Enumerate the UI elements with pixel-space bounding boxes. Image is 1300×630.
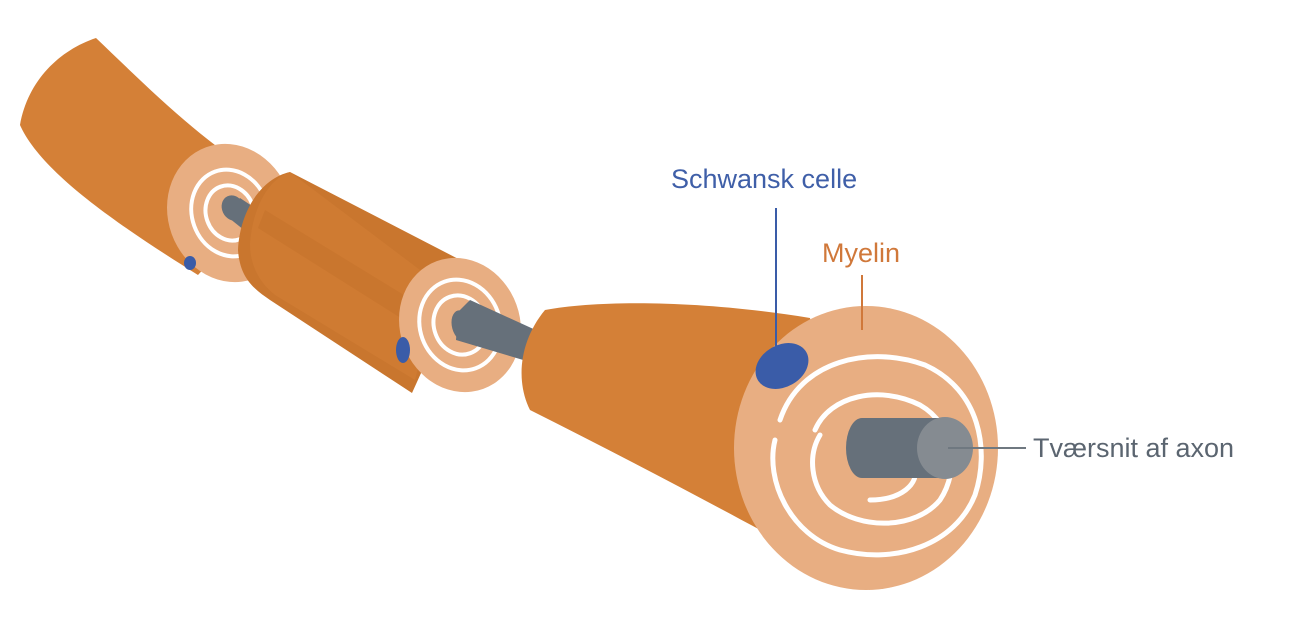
myelin-segment-3 [522, 303, 998, 590]
myelin-label: Myelin [822, 237, 900, 269]
axon-back-cap-icon [846, 418, 878, 478]
schwann-nucleus-icon [184, 256, 196, 270]
myelin-segment-2 [238, 172, 540, 409]
axon-cross-section-label: Tværsnit af axon [1033, 432, 1234, 464]
schwann-nucleus-icon [396, 337, 410, 363]
schwann-cell-label: Schwansk celle [671, 163, 857, 195]
